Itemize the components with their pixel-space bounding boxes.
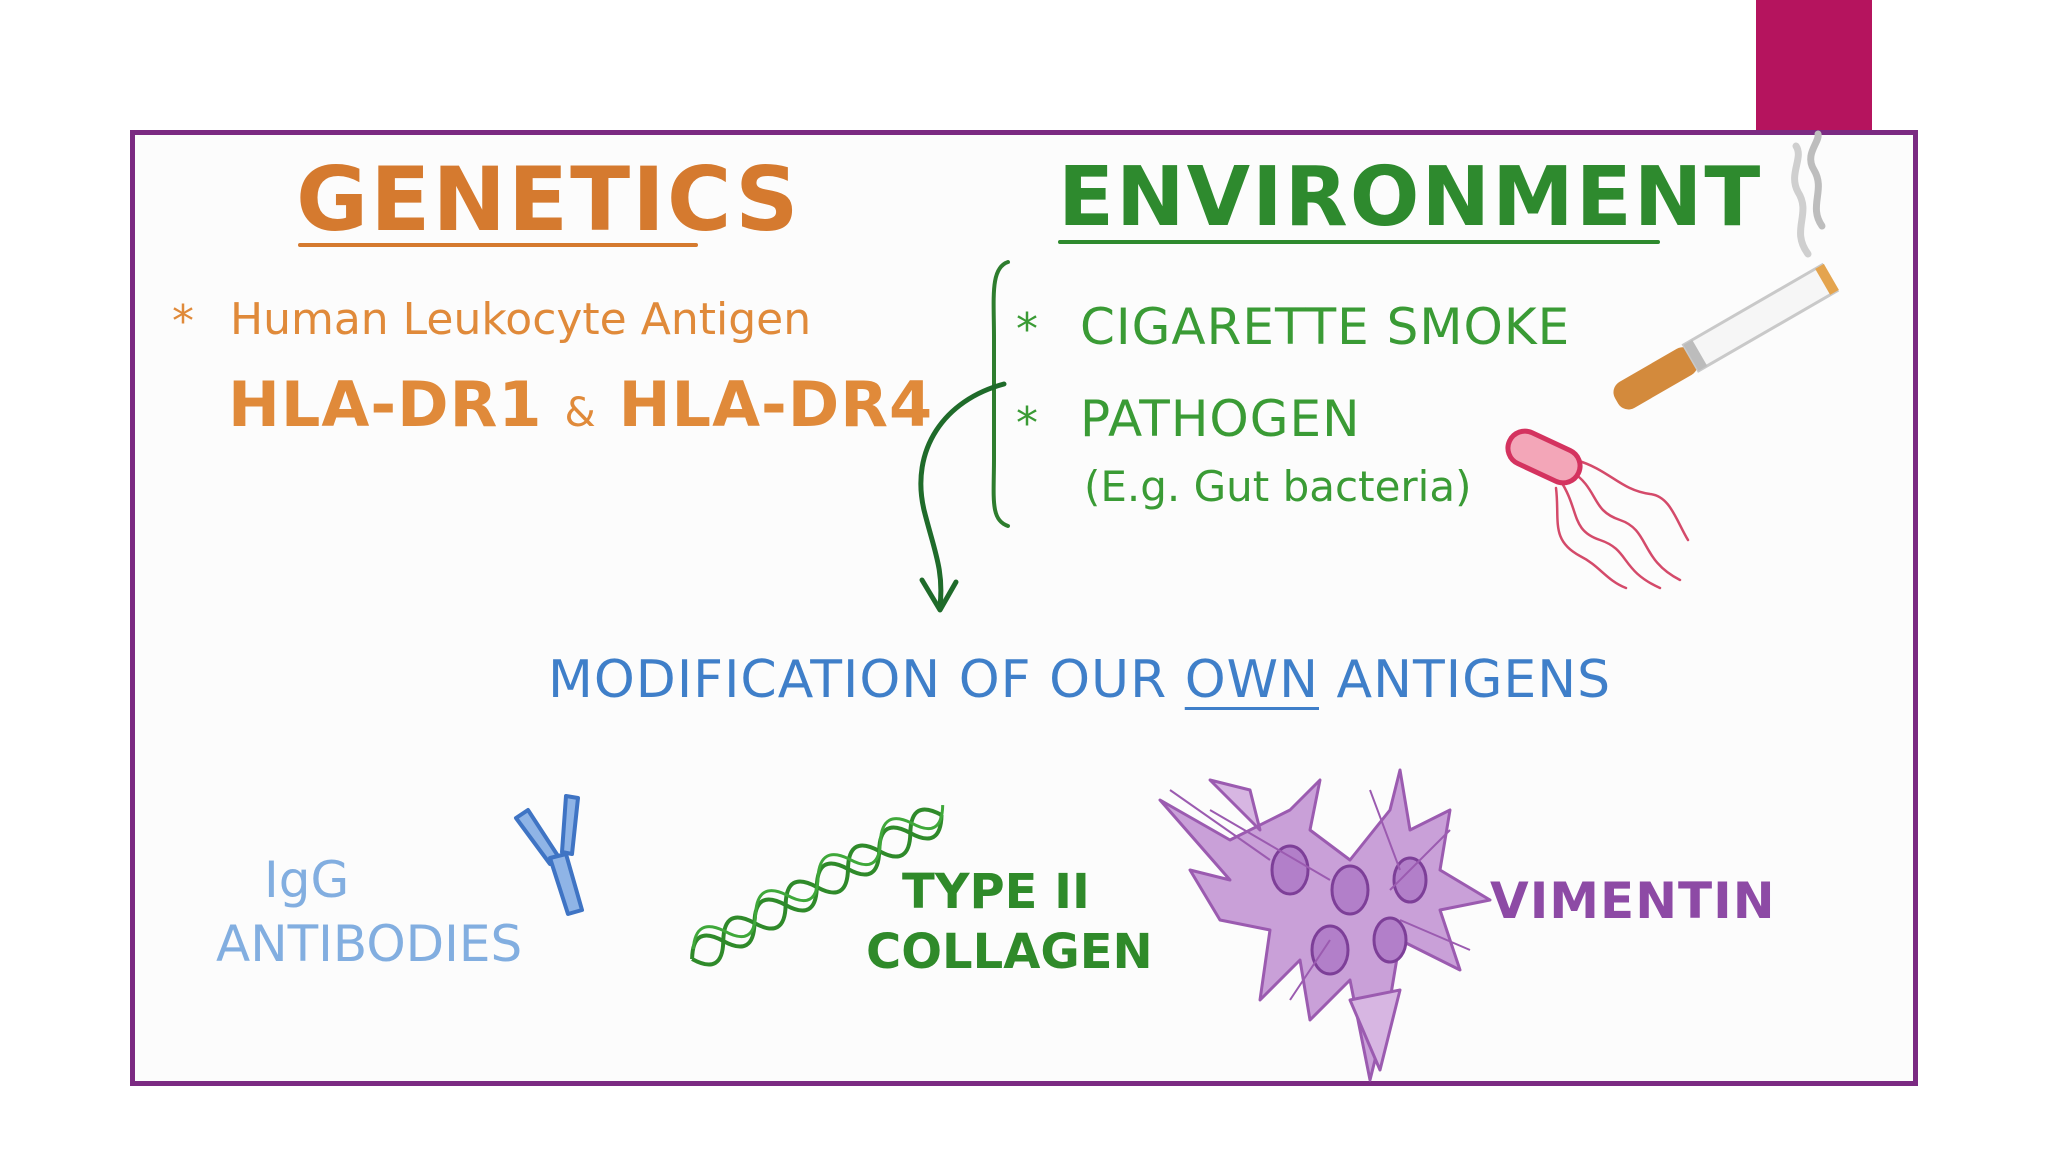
slide-frame (130, 130, 1918, 1086)
igg-line-1: IgG (264, 851, 350, 909)
vimentin-label: VIMENTIN (1490, 872, 1776, 930)
modification-statement: MODIFICATION OF OUR OWN ANTIGENS (548, 650, 1611, 710)
collagen-line-1: TYPE II (902, 864, 1090, 920)
genetics-title: GENETICS (296, 148, 801, 251)
environment-bullet-1: * (1016, 304, 1038, 355)
antibody-icon (514, 794, 584, 916)
igg-line-2: ANTIBODIES (216, 915, 523, 973)
genetics-item: Human Leukocyte Antigen (230, 294, 812, 345)
curved-arrow-icon (918, 381, 1007, 613)
collagen-line-2: COLLAGEN (866, 924, 1153, 980)
genetics-bullet: * (172, 296, 194, 347)
cigarette-icon (1613, 130, 1840, 410)
environment-bullet-2: * (1016, 398, 1038, 449)
modification-prefix: MODIFICATION OF OUR (548, 650, 1168, 710)
genetics-underline (298, 243, 698, 247)
hla-dr1: HLA-DR1 (228, 368, 543, 441)
collagen-label: TYPE II COLLAGEN (866, 862, 1153, 982)
igg-label: IgG ANTIBODIES (216, 848, 522, 976)
collagen-helix-icon (690, 805, 945, 967)
hla-ampersand: & (564, 390, 597, 436)
accent-tab (1756, 0, 1872, 130)
hla-line: HLA-DR1&HLA-DR4 (228, 368, 933, 441)
env-item-pathogen: PATHOGEN (1080, 390, 1361, 448)
environment-underline (1058, 240, 1660, 244)
env-item-cigarette-smoke: CIGARETTE SMOKE (1080, 298, 1571, 356)
modification-emphasis: OWN (1184, 650, 1319, 710)
modification-suffix: ANTIGENS (1336, 650, 1612, 710)
hla-dr4: HLA-DR4 (618, 368, 934, 441)
brace-icon (991, 260, 1010, 528)
env-pathogen-example: (E.g. Gut bacteria) (1084, 462, 1472, 511)
vimentin-cells-icon (1158, 768, 1492, 1082)
environment-title: ENVIRONMENT (1058, 150, 1763, 245)
bacteria-icon (1505, 428, 1690, 590)
